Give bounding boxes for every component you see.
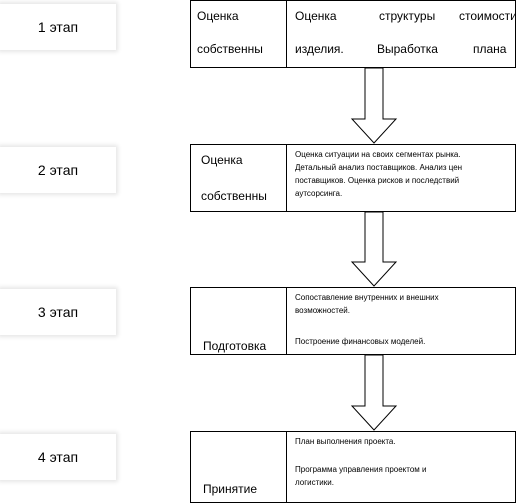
- stage-3-description-cell: Сопоставление внутренних и внешних возмо…: [287, 288, 515, 354]
- stage-2-label: 2 этап: [0, 147, 116, 193]
- stage-4-description-cell: План выполнения проекта. Программа управ…: [287, 432, 515, 502]
- stage-1-label-text: 1 этап: [37, 19, 79, 35]
- stage-1-box: Оценка собственны Оценка структуры стоим…: [190, 0, 516, 68]
- stage-1-label: 1 этап: [0, 4, 116, 50]
- stage-4-title: Принятие: [203, 482, 257, 496]
- stage-3-desc-line: возможностей.: [295, 306, 350, 315]
- stage-4-desc-line: Программа управления проектом и: [295, 465, 427, 474]
- stage-4-title-cell: Принятие: [191, 432, 287, 502]
- stage-1-desc-word: Выработка: [377, 42, 438, 56]
- stage-2-desc-line: Оценка ситуации на своих сегментах рынка…: [295, 150, 461, 159]
- stage-1-desc-word: изделия.: [295, 42, 344, 56]
- stage-4-desc-line: План выполнения проекта.: [295, 437, 396, 446]
- stage-3-title-cell: Подготовка: [191, 288, 287, 354]
- stage-1-title-line: собственны: [197, 42, 263, 56]
- down-arrow-icon: [350, 68, 398, 144]
- down-arrow-icon: [350, 212, 398, 287]
- stage-2-box: Оценка собственны Оценка ситуации на сво…: [190, 144, 516, 212]
- stage-2-description-cell: Оценка ситуации на своих сегментах рынка…: [287, 145, 515, 211]
- stage-3-desc-line: Сопоставление внутренних и внешних: [295, 293, 439, 302]
- stage-4-box: Принятие План выполнения проекта. Програ…: [190, 431, 516, 503]
- stage-3-label: 3 этап: [0, 289, 116, 335]
- stage-1-description-cell: Оценка структуры стоимости изделия. Выра…: [287, 1, 515, 67]
- stage-1-desc-word: Оценка: [295, 9, 337, 23]
- stage-2-title-line: Оценка: [201, 153, 243, 167]
- stage-4-desc-line: логистики.: [295, 478, 334, 487]
- stage-3-label-text: 3 этап: [37, 304, 79, 320]
- stage-3-box: Подготовка Сопоставление внутренних и вн…: [190, 287, 516, 355]
- stage-2-label-text: 2 этап: [37, 162, 79, 178]
- stage-4-label-text: 4 этап: [37, 449, 79, 465]
- stage-2-desc-line: Детальный анализ поставщиков. Анализ цен: [295, 163, 463, 172]
- stage-1-desc-word: плана: [473, 42, 507, 56]
- stage-1-desc-word: структуры: [379, 9, 436, 23]
- stage-1-title-cell: Оценка собственны: [191, 1, 287, 67]
- stage-2-title-line: собственны: [201, 189, 267, 203]
- stage-1-desc-word: стоимости: [459, 9, 515, 23]
- stage-2-desc-line: аутсорсинга.: [295, 189, 343, 198]
- stage-4-label: 4 этап: [0, 434, 116, 480]
- down-arrow-icon: [350, 355, 398, 431]
- stage-1-title-line: Оценка: [197, 9, 239, 23]
- stage-2-desc-line: поставщиков. Оценка рисков и последствий: [295, 176, 460, 185]
- stage-3-title: Подготовка: [203, 339, 267, 353]
- stage-2-title-cell: Оценка собственны: [191, 145, 287, 211]
- stage-3-desc-line: Построение финансовых моделей.: [295, 337, 426, 346]
